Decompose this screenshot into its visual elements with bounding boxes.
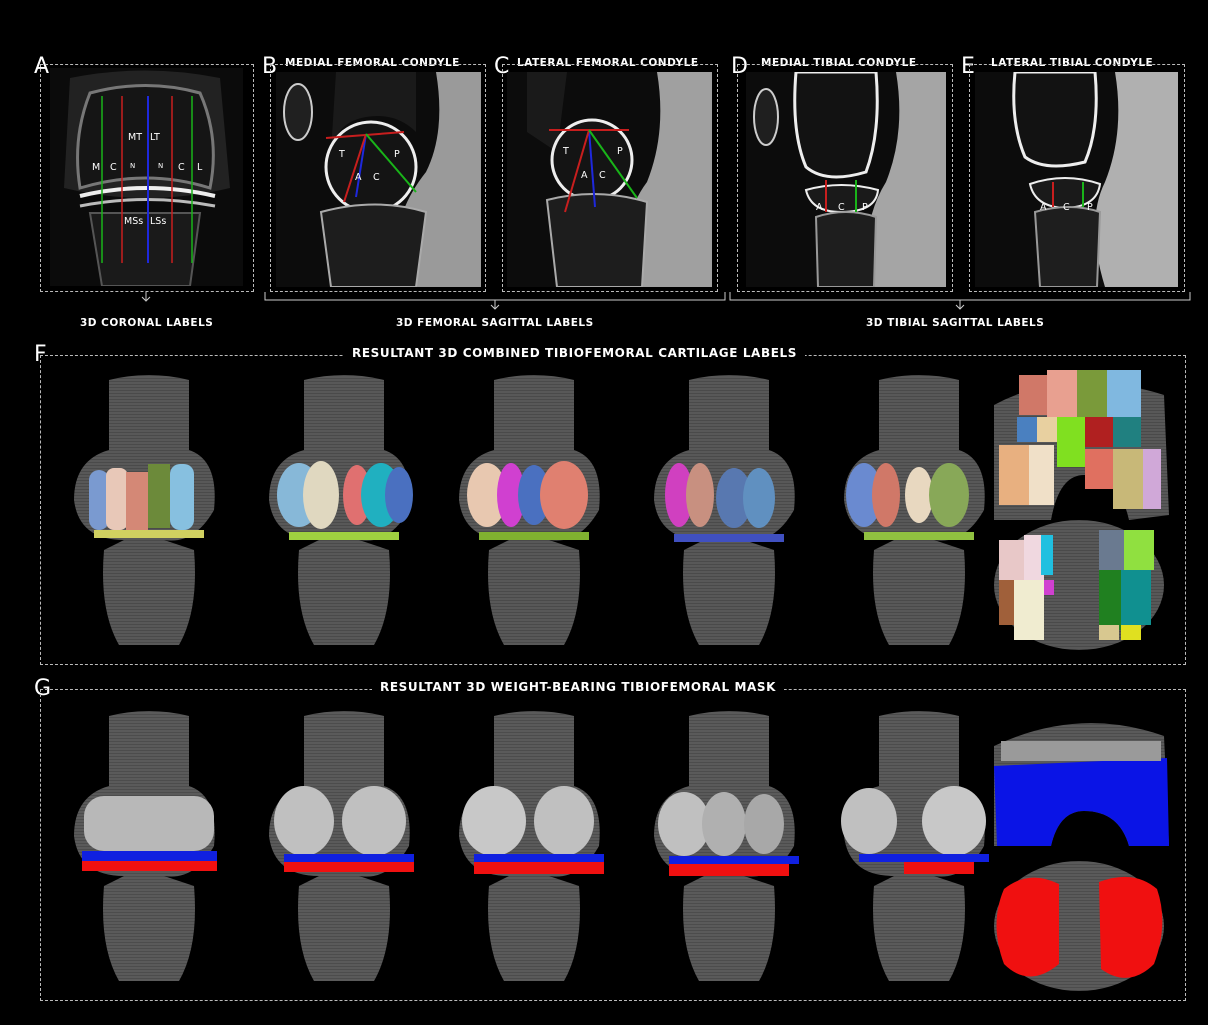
mask-knee-1 xyxy=(74,711,217,981)
femoral-weight-bearing-mask xyxy=(994,723,1169,846)
femoral-cartilage-map xyxy=(994,370,1169,520)
knee-view-1 xyxy=(74,375,215,645)
knee-view-5 xyxy=(844,375,985,645)
mask-knee-5 xyxy=(841,711,989,981)
knee-view-3 xyxy=(459,375,600,645)
bracket-connectors xyxy=(0,0,1208,330)
mask-knee-3 xyxy=(459,711,604,981)
section-f-title: RESULTANT 3D COMBINED TIBIOFEMORAL CARTI… xyxy=(344,346,805,360)
knee-view-4 xyxy=(654,375,795,645)
tibial-cartilage-map xyxy=(994,520,1164,650)
caption-coronal: 3D CORONAL LABELS xyxy=(80,317,213,329)
section-g-renderings xyxy=(44,696,1180,996)
caption-tibial: 3D TIBIAL SAGITTAL LABELS xyxy=(866,317,1044,329)
knee-view-2 xyxy=(269,375,413,645)
caption-femoral: 3D FEMORAL SAGITTAL LABELS xyxy=(396,317,594,329)
mask-knee-4 xyxy=(654,711,799,981)
section-f-renderings xyxy=(44,360,1180,660)
mask-knee-2 xyxy=(269,711,414,981)
tibial-weight-bearing-mask xyxy=(994,861,1164,991)
section-g-title: RESULTANT 3D WEIGHT-BEARING TIBIOFEMORAL… xyxy=(372,680,784,694)
